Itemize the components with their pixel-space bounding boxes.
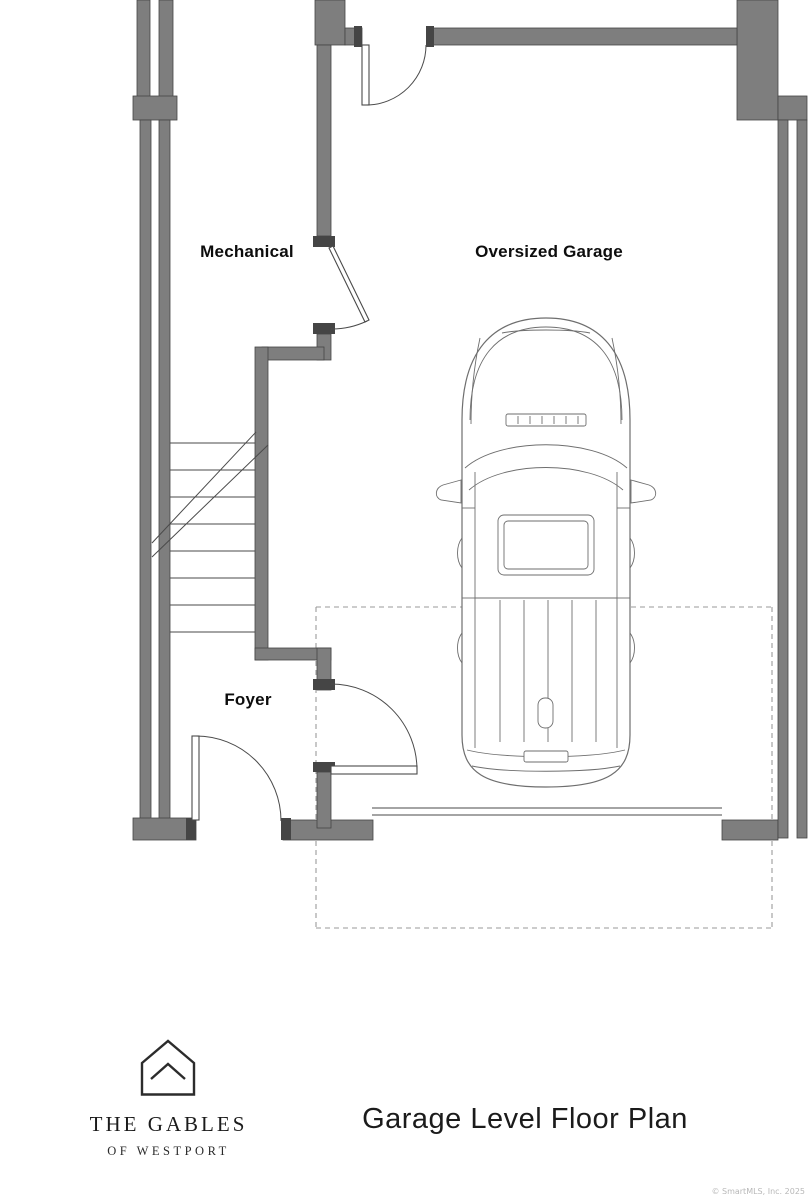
- car-sunroof: [497, 514, 595, 576]
- wall-segment: [777, 95, 808, 121]
- door-leaf: [361, 44, 370, 106]
- door-jamb: [354, 26, 362, 47]
- car: [435, 317, 657, 788]
- wall-segment: [158, 119, 171, 823]
- car-hood-inner: [469, 326, 623, 421]
- car-rear-wiper: [537, 697, 554, 729]
- door-jamb: [313, 236, 335, 247]
- car-sunroof-inner: [503, 520, 589, 570]
- car-wheel-arc: [457, 632, 463, 664]
- room-label-mechanical: Mechanical: [200, 242, 294, 261]
- car-rear-plate: [523, 750, 569, 763]
- wall-segment: [316, 771, 332, 829]
- door-leaf: [330, 765, 418, 775]
- wall-segment: [139, 119, 152, 823]
- door-swing-arc: [365, 44, 427, 106]
- garage-entry-door-top: [361, 44, 427, 106]
- front-door: [191, 735, 282, 822]
- house-logo-icon: [140, 1039, 196, 1096]
- car-bumper-line: [471, 765, 621, 772]
- garage-door-panel: [372, 807, 722, 816]
- brand-block: THE GABLES OF WESTPORT: [60, 1112, 277, 1159]
- car-hood-crease: [470, 337, 481, 425]
- car-wheel-arc: [457, 537, 463, 569]
- plan-title: Garage Level Floor Plan: [362, 1103, 688, 1135]
- wall-segment: [736, 0, 779, 121]
- stair-break-line: [151, 444, 269, 558]
- door-swing-arc: [195, 735, 282, 822]
- staircase: [151, 431, 269, 633]
- car-windshield: [464, 444, 628, 469]
- brand-subtitle: OF WESTPORT: [107, 1144, 230, 1158]
- wall-segment: [132, 95, 178, 121]
- door-jamb: [281, 818, 291, 840]
- door-jambs: [186, 26, 434, 840]
- car-cowl-vent-ticks: [517, 416, 579, 424]
- foyer-garage-door: [330, 683, 418, 775]
- car-hood-crease: [611, 337, 622, 425]
- wall-segment: [158, 0, 174, 99]
- door-leaf: [328, 245, 370, 323]
- room-label-foyer: Foyer: [224, 690, 272, 709]
- wall-segment: [261, 346, 325, 361]
- wall-segment: [136, 0, 151, 99]
- floor-plan-drawing: [132, 0, 808, 929]
- door-leaf: [191, 735, 200, 821]
- mechanical-door: [328, 245, 370, 330]
- car-wheel-arc: [629, 632, 635, 664]
- door-jamb: [313, 323, 335, 334]
- room-label-oversized-garage: Oversized Garage: [475, 242, 623, 261]
- door-jamb: [186, 818, 196, 840]
- car-mirror-right: [630, 479, 657, 504]
- door-jamb: [313, 679, 335, 690]
- door-swing-arc: [330, 683, 418, 771]
- car-wheel-arc: [629, 537, 635, 569]
- wall-segment: [316, 44, 332, 237]
- car-windshield: [468, 467, 624, 491]
- wall-segment: [427, 27, 738, 46]
- door-swing-arc: [330, 320, 368, 330]
- wall-segment: [796, 119, 808, 839]
- wall-segment: [777, 119, 789, 839]
- door-jamb: [426, 26, 434, 47]
- wall-segment: [721, 819, 779, 841]
- walls: [132, 0, 808, 841]
- stair-break-line: [151, 431, 257, 544]
- car-grille-line: [501, 329, 591, 334]
- wall-segment: [254, 346, 269, 661]
- copyright-notice: © SmartMLS, Inc. 2025: [711, 1187, 805, 1196]
- wall-segment: [314, 0, 346, 46]
- brand-name: THE GABLES: [89, 1112, 248, 1136]
- car-mirror-left: [435, 479, 462, 504]
- door-jamb: [313, 762, 335, 772]
